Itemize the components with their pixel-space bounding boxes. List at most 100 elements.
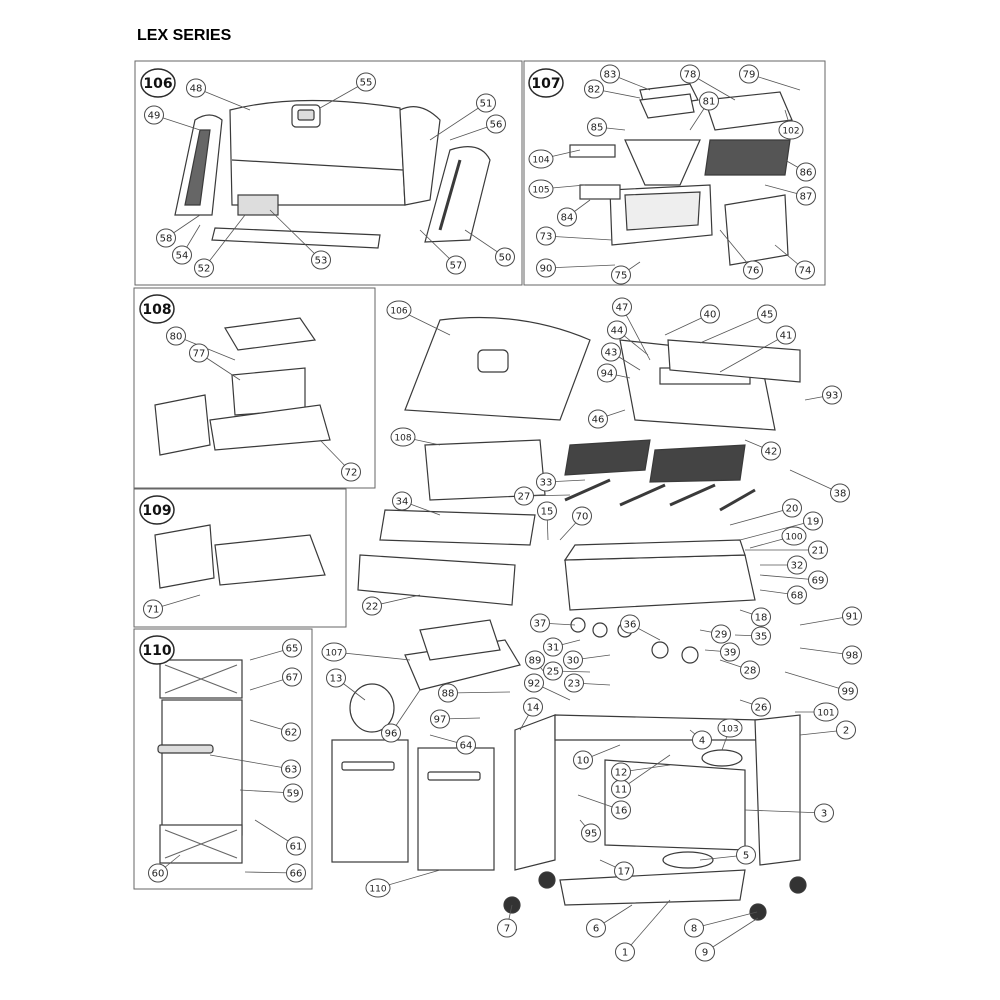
callout-circle: [282, 667, 302, 687]
callout-20: 20: [782, 498, 802, 518]
callout-circle: [611, 762, 631, 782]
callout-77: 77: [189, 343, 209, 363]
callout-label: 94: [601, 369, 614, 380]
callout-circle: [286, 836, 306, 856]
callout-circle: [281, 722, 301, 742]
callout-label: 7: [504, 924, 510, 935]
callout-7: 7: [497, 918, 517, 938]
callout-86: 86: [796, 162, 816, 182]
callout-circle: [536, 472, 556, 492]
callout-label: 40: [704, 310, 717, 321]
callout-circle: [740, 660, 760, 680]
callout-92: 92: [524, 673, 544, 693]
callout-83: 83: [600, 64, 620, 84]
callout-41: 41: [776, 325, 796, 345]
callout-circle: [601, 342, 621, 362]
callout-50: 50: [495, 247, 515, 267]
callout-circle: [326, 668, 346, 688]
callout-108: 108: [390, 427, 416, 447]
callout-90: 90: [536, 258, 556, 278]
callout-95: 95: [581, 823, 601, 843]
callout-68: 68: [787, 585, 807, 605]
callout-circle: [699, 91, 719, 111]
callout-97: 97: [430, 709, 450, 729]
callout-circle: [836, 720, 856, 740]
main-grill-drawing: [331, 316, 807, 921]
callout-69: 69: [808, 570, 828, 590]
callout-label: 60: [152, 869, 165, 880]
callout-label: 1: [622, 948, 628, 959]
callout-45: 45: [757, 304, 777, 324]
callout-106: 106: [386, 300, 412, 320]
callout-circle: [356, 72, 376, 92]
callout-87: 87: [796, 186, 816, 206]
callout-circle: [186, 78, 206, 98]
callout-28: 28: [740, 660, 760, 680]
callout-label: 22: [366, 602, 379, 613]
callout-label: 48: [190, 84, 203, 95]
callout-label: 50: [499, 253, 512, 264]
callout-52: 52: [194, 258, 214, 278]
callout-label: 43: [605, 348, 618, 359]
callout-label: 8: [691, 924, 697, 935]
callout-59: 59: [283, 783, 303, 803]
callout-circle: [808, 540, 828, 560]
callout-circle: [796, 162, 816, 182]
callout-label: 110: [369, 885, 386, 895]
callout-label: 72: [345, 468, 358, 479]
callout-label: 77: [193, 349, 206, 360]
callout-circle: [586, 918, 606, 938]
callout-circle: [814, 803, 834, 823]
callout-label: 67: [286, 673, 299, 684]
callout-label: 102: [782, 127, 799, 137]
callout-circle: [611, 265, 631, 285]
callout-circle: [612, 297, 632, 317]
callout-label: 5: [743, 851, 749, 862]
callout-circle: [680, 64, 700, 84]
callout-circle: [607, 320, 627, 340]
callout-18: 18: [751, 607, 771, 627]
callout-label: 58: [160, 234, 173, 245]
callout-label: 80: [170, 332, 183, 343]
callout-label: 62: [285, 728, 298, 739]
callout-3: 3: [814, 803, 834, 823]
callout-43: 43: [601, 342, 621, 362]
callout-circle: [808, 570, 828, 590]
callout-42: 42: [761, 441, 781, 461]
callout-57: 57: [446, 255, 466, 275]
group-badge-label: 106: [143, 76, 172, 92]
callout-label: 76: [747, 266, 760, 277]
callout-70: 70: [572, 506, 592, 526]
panel-107: [523, 60, 826, 286]
callout-label: 28: [744, 666, 757, 677]
group-badge-109: 109: [139, 495, 175, 525]
callout-49: 49: [144, 105, 164, 125]
callout-circle: [390, 427, 416, 447]
callout-64: 64: [456, 735, 476, 755]
callout-2: 2: [836, 720, 856, 740]
callout-21: 21: [808, 540, 828, 560]
callout-label: 27: [518, 492, 531, 503]
callout-label: 32: [791, 561, 804, 572]
callout-label: 42: [765, 447, 778, 458]
callout-11: 11: [611, 779, 631, 799]
callout-label: 103: [721, 725, 738, 735]
callout-96: 96: [381, 723, 401, 743]
callout-circle: [757, 304, 777, 324]
callout-104: 104: [528, 149, 554, 169]
callout-label: 3: [821, 809, 827, 820]
callout-circle: [781, 526, 807, 546]
callout-84: 84: [557, 207, 577, 227]
callout-circle: [842, 645, 862, 665]
callout-85: 85: [587, 117, 607, 137]
callout-circle: [776, 325, 796, 345]
callout-label: 61: [290, 842, 303, 853]
leader-line-53: [269, 209, 322, 261]
callout-label: 13: [330, 674, 343, 685]
callout-label: 107: [325, 649, 342, 659]
callout-label: 41: [780, 331, 793, 342]
callout-label: 56: [490, 120, 503, 131]
callout-circle: [796, 186, 816, 206]
callout-label: 92: [528, 679, 541, 690]
